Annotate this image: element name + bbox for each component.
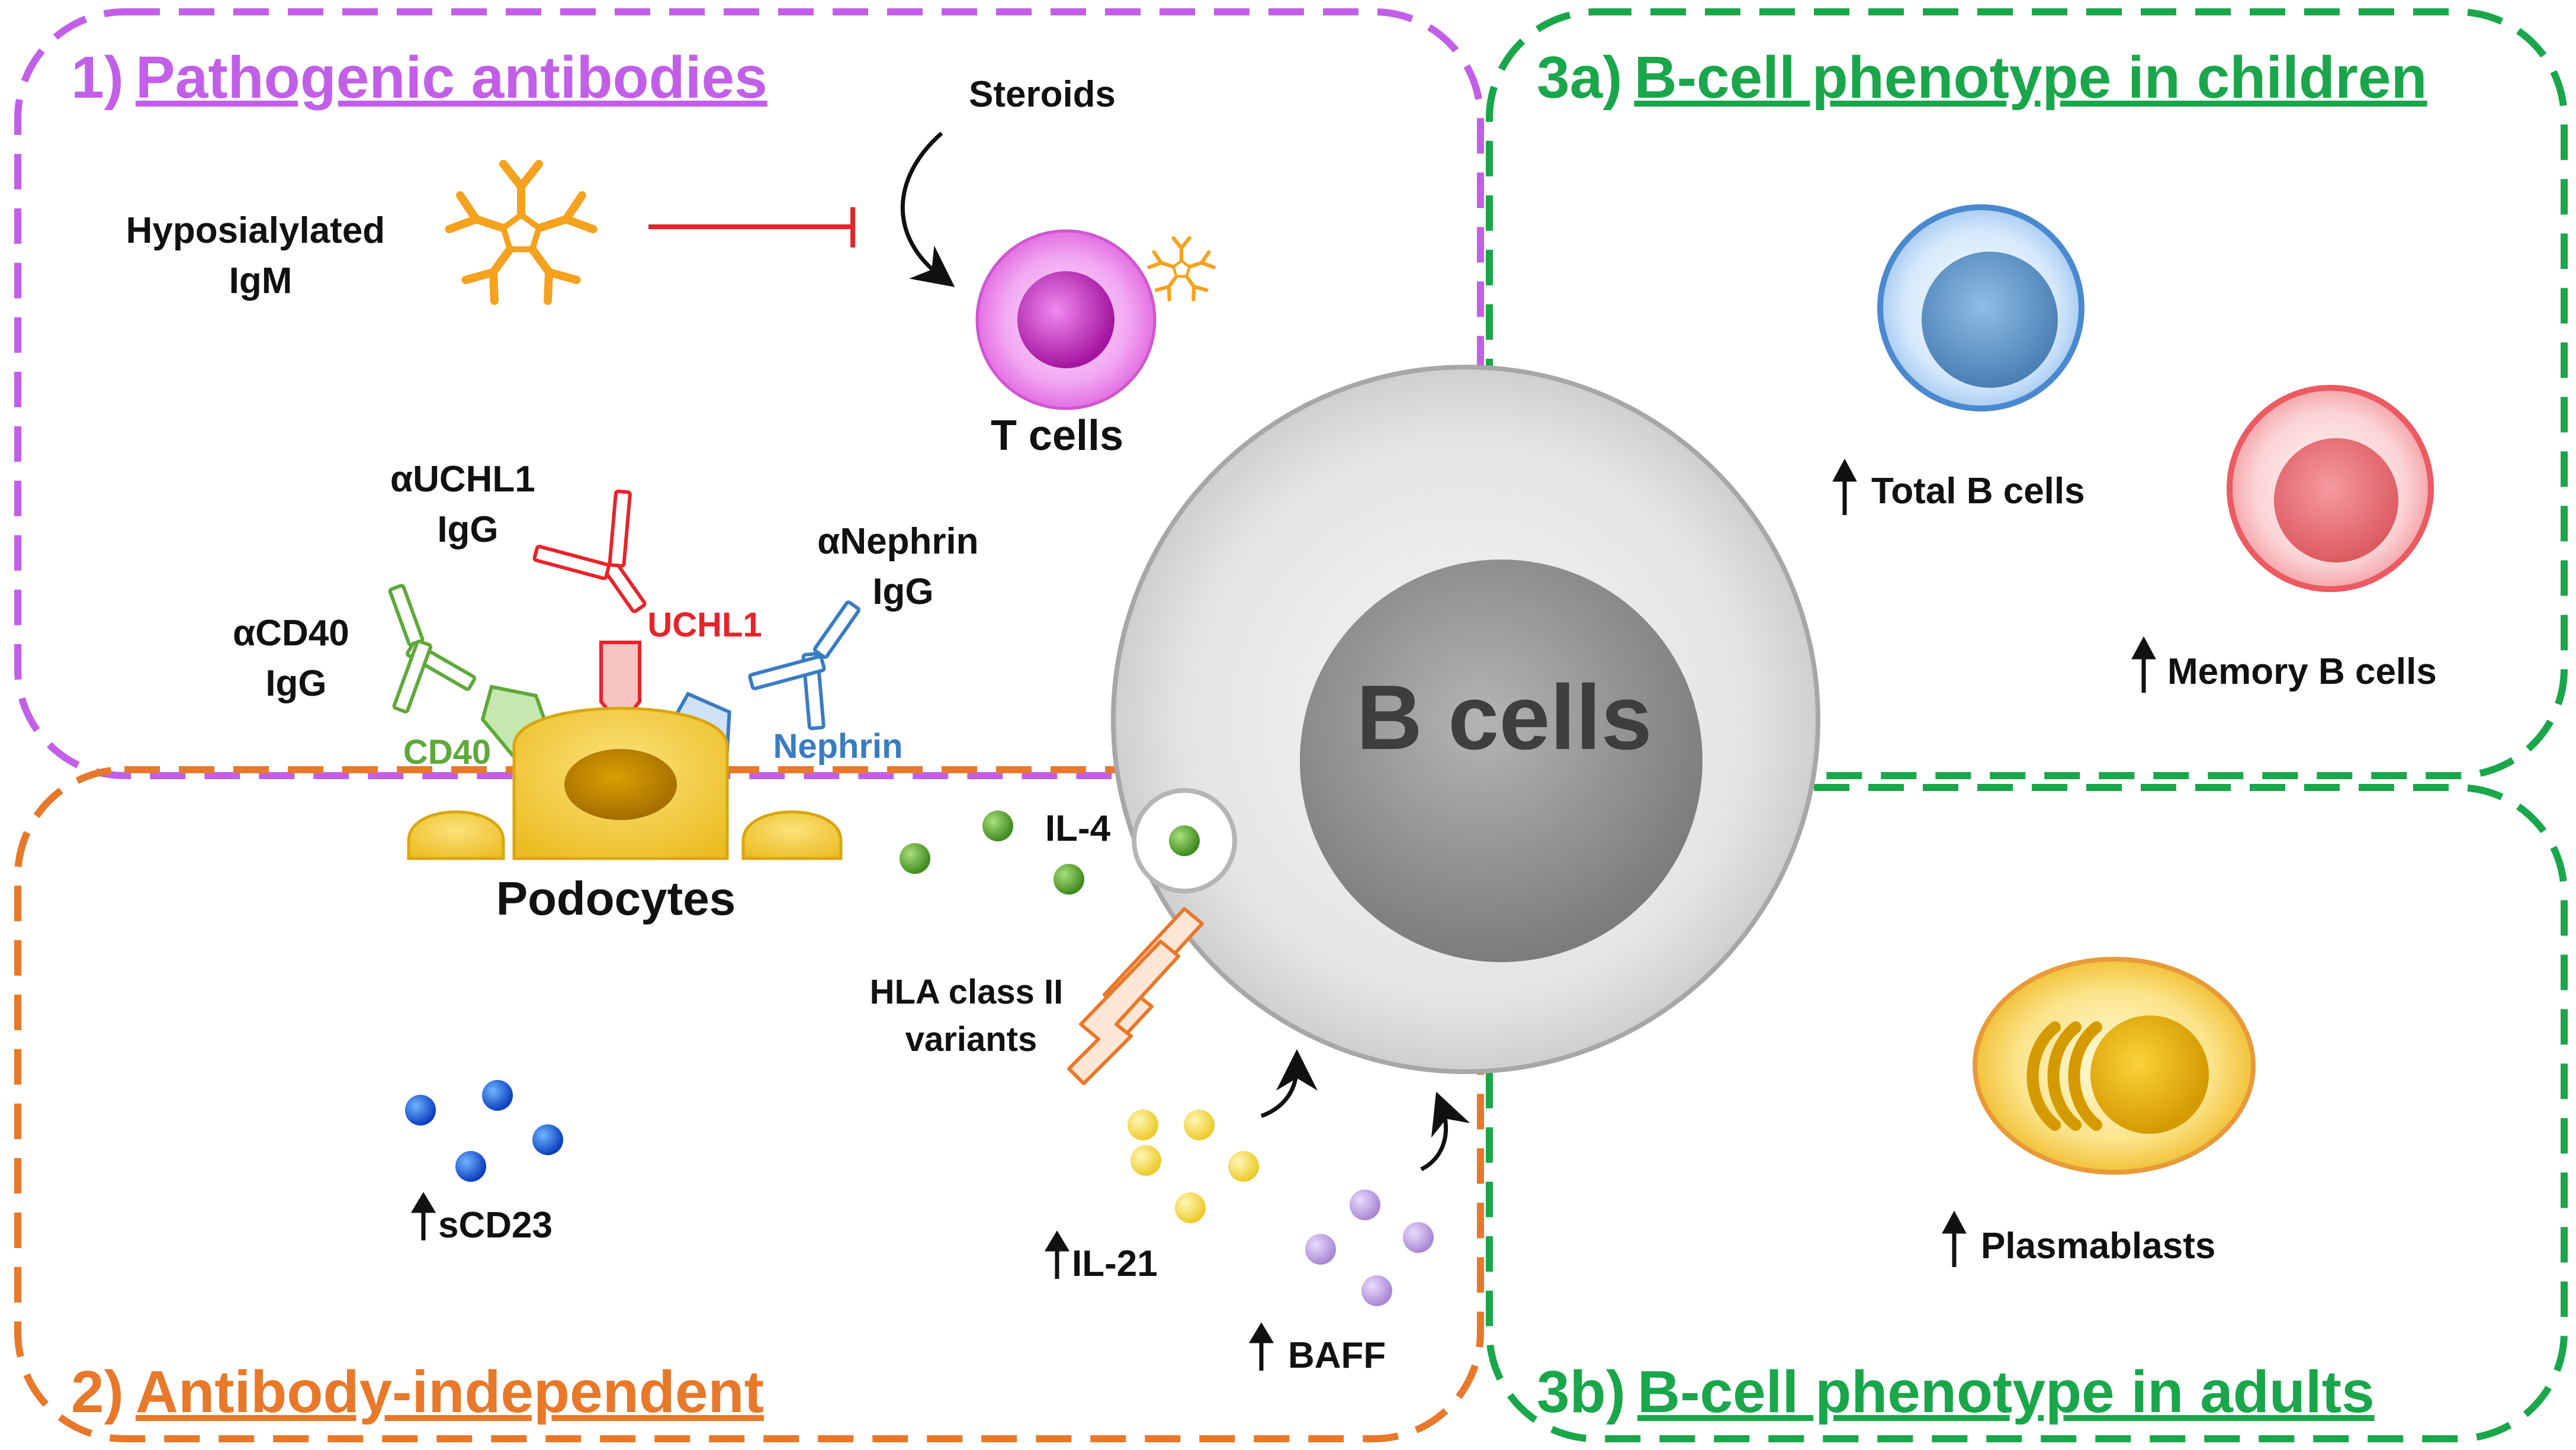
igm-pentamer-icon	[445, 160, 598, 306]
podocyte-cell	[407, 706, 843, 860]
t-cell	[975, 229, 1157, 410]
uchl1-antibody-label: αUCHL1 IgG	[390, 459, 545, 550]
scd23-up-arrow-icon	[410, 1192, 436, 1240]
t-cells-label: T cells	[991, 412, 1123, 459]
scd23-label: sCD23	[438, 1205, 553, 1246]
total-b-label: Total B cells	[1871, 471, 2085, 512]
baff-up-arrow-icon	[1248, 1322, 1274, 1371]
total-b-up-arrow-icon	[1832, 458, 1857, 515]
il21-label: IL-21	[1072, 1243, 1158, 1284]
panel-1-title: 1)Pathogenic antibodies	[71, 44, 767, 111]
scd23-particles	[405, 1080, 563, 1182]
hyposialylated-label: Hyposialylated IgM	[126, 210, 396, 301]
uchl1-label: UCHL1	[647, 606, 762, 644]
baff-label: BAFF	[1288, 1335, 1386, 1376]
cd40-antibody-label: αCD40 IgG	[233, 613, 359, 704]
nephrin-label: Nephrin	[773, 727, 902, 766]
steroids-label: Steroids	[969, 74, 1116, 115]
baff-arrow	[1420, 1091, 1470, 1172]
panel-2-title: 2)Antibody-independent	[71, 1359, 764, 1425]
il4-vesicle	[1132, 788, 1237, 893]
memory-b-label: Memory B cells	[2167, 651, 2437, 692]
b-cells-label: B cells	[1356, 666, 1652, 769]
plasmablasts-up-arrow-icon	[1942, 1210, 1967, 1267]
panel-3b-title: 3b)B-cell phenotype in adults	[1537, 1359, 2375, 1425]
inhibition-arrow	[648, 207, 855, 247]
baff-particles	[1305, 1189, 1434, 1306]
il21-up-arrow-icon	[1044, 1230, 1070, 1279]
memory-b-cell	[2227, 385, 2434, 592]
cd40-label: CD40	[403, 733, 491, 771]
plasmablasts-label: Plasmablasts	[1981, 1226, 2215, 1266]
il4-particles	[900, 811, 1084, 895]
b-cell	[1111, 365, 1820, 1074]
hla-label: HLA class II variants	[870, 973, 1073, 1059]
memory-b-up-arrow-icon	[2131, 636, 2156, 693]
nephrin-antibody-icon	[748, 600, 860, 731]
nephrin-antibody-label: αNephrin IgG	[817, 521, 989, 612]
total-b-cell	[1877, 204, 2084, 411]
cd40-antibody-icon	[388, 584, 477, 713]
igm-on-t-cell-icon	[1147, 236, 1216, 302]
podocytes-label: Podocytes	[496, 872, 736, 925]
il21-particles	[1128, 1110, 1259, 1223]
hla-class-ii-icon	[1067, 907, 1204, 1085]
steroids-arrow	[900, 131, 955, 287]
il21-arrow	[1260, 1049, 1318, 1118]
plasmablast-cell	[1973, 957, 2256, 1175]
panel-2-border	[14, 766, 1484, 1442]
uchl1-antibody-icon	[532, 489, 647, 613]
panel-3a-title: 3a)B-cell phenotype in children	[1537, 44, 2427, 111]
il4-label: IL-4	[1045, 808, 1111, 849]
